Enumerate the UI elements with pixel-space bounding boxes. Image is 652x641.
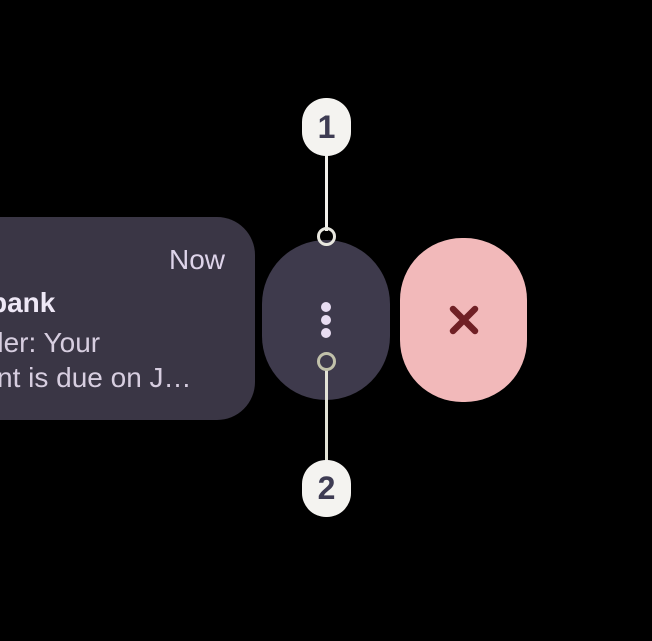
callout-badge-1: 1 bbox=[302, 98, 351, 156]
notification-body-line-1: der: Your bbox=[0, 327, 101, 358]
close-icon bbox=[449, 305, 478, 335]
callout-line-2 bbox=[325, 369, 328, 462]
notification-timestamp: Now bbox=[168, 244, 225, 275]
notification-title: bank bbox=[0, 287, 56, 318]
callout-number-1: 1 bbox=[317, 108, 336, 145]
callout-badge-2: 2 bbox=[302, 460, 351, 517]
notification-card[interactable]: Now bank der: Your nt is due on J… bbox=[0, 217, 255, 420]
callout-anchor-ring-2 bbox=[317, 352, 336, 371]
notification-body-line-2: nt is due on J… bbox=[0, 362, 192, 393]
more-vert-icon bbox=[321, 302, 331, 338]
callout-number-2: 2 bbox=[317, 470, 336, 506]
dismiss-notification-button[interactable] bbox=[400, 238, 527, 402]
callout-anchor-ring-1 bbox=[317, 227, 336, 246]
callout-line-1 bbox=[325, 155, 328, 231]
